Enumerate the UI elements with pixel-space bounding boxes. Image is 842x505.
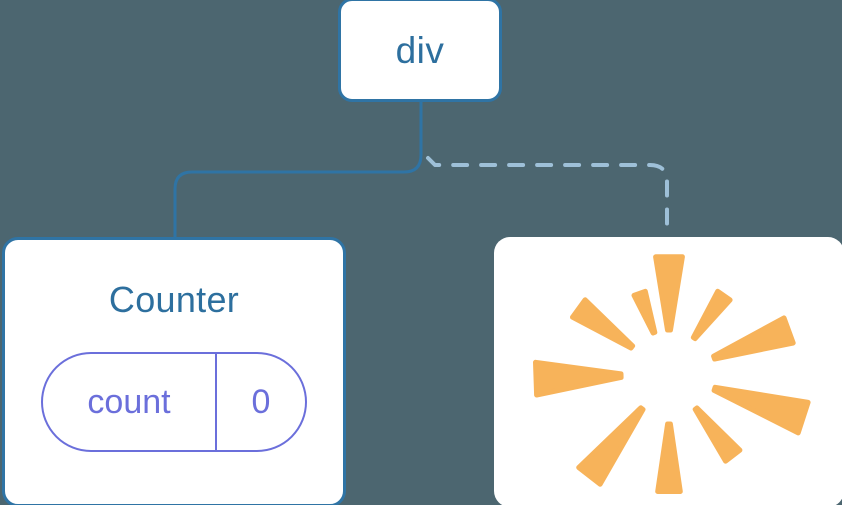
state-pill-value: 0 [215,354,305,450]
edge-div-to-sparkle [426,156,669,239]
node-div-label: div [395,29,445,71]
node-counter[interactable]: Counter count 0 [2,237,346,505]
sparkle-ray-5 [655,421,683,494]
sparkle-ray-1 [690,288,733,342]
sparkle-ray-8 [570,297,636,351]
edge-div-to-counter [173,98,423,239]
sparkle-ray-9 [631,288,658,336]
sparkle-ray-6 [576,405,646,487]
sparkle-ray-2 [711,315,796,362]
sparkle-ray-3 [711,384,811,436]
state-pill-key: count [87,383,171,421]
node-div[interactable]: div [338,0,502,102]
state-pill-count[interactable]: count 0 [41,352,307,452]
sparkle-ray-4 [692,405,743,464]
sunburst-sparkle-icon [533,254,811,494]
sparkle-ray-0 [653,254,685,333]
node-counter-label: Counter [108,279,240,320]
sparkle-ray-7 [533,359,624,398]
node-sparkle[interactable] [494,237,842,505]
